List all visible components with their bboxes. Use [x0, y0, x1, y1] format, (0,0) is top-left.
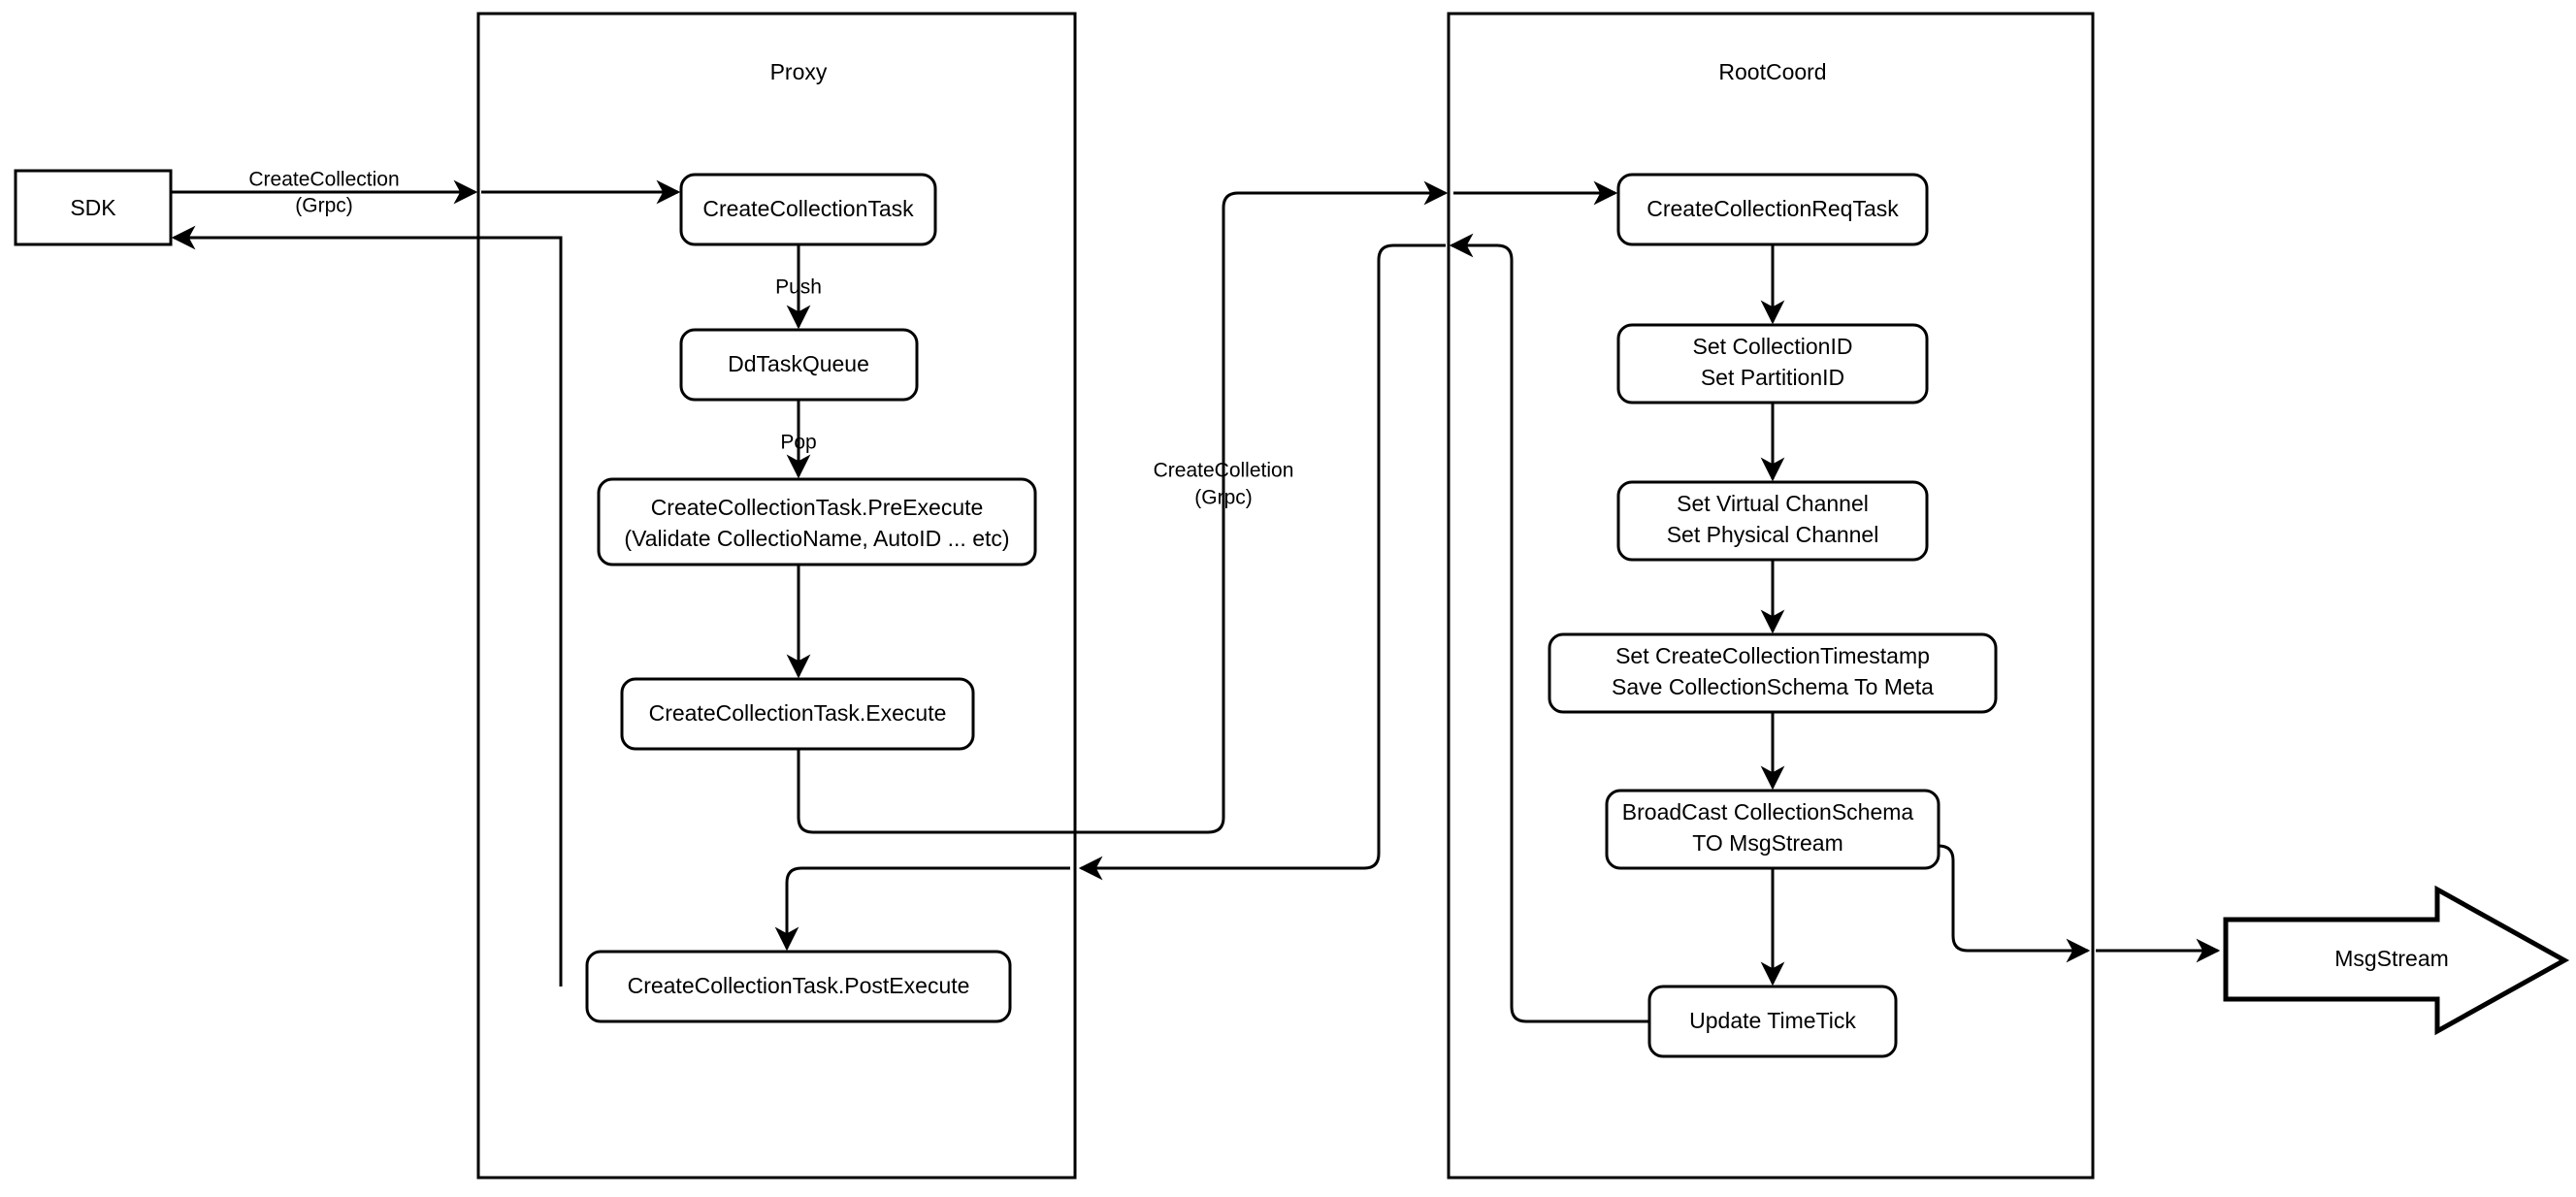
edge-label-create-collection-grpc-line1: CreateCollection: [248, 169, 399, 191]
edge-broadcast-to-msgstream: [1938, 844, 2091, 963]
sdk-label: SDK: [70, 195, 116, 220]
node-post-execute[interactable]: [585, 950, 1012, 1023]
edge-proxy-boundary-to-postexecute: [774, 866, 1070, 952]
node-create-collection-task[interactable]: [679, 173, 937, 246]
edge-label-create-colletion-grpc-line2: (Grpc): [1194, 487, 1253, 509]
node-post-execute-label: CreateCollectionTask.PostExecute: [628, 973, 970, 998]
sdk-box[interactable]: [14, 169, 173, 246]
edge-timetick-return: [1449, 233, 1649, 1023]
node-pre-execute-label-line1: CreateCollectionTask.PreExecute: [651, 495, 984, 520]
node-broadcast-label-line1: BroadCast CollectionSchema: [1622, 799, 1914, 825]
rootcoord-title: RootCoord: [1718, 59, 1826, 84]
node-pre-execute[interactable]: [597, 477, 1037, 566]
node-execute-label: CreateCollectionTask.Execute: [649, 700, 947, 726]
node-save-meta-label-line1: Set CreateCollectionTimestamp: [1615, 643, 1930, 668]
edge-label-pop: Pop: [780, 432, 816, 454]
edge-rootcoord-to-proxy-return: [1078, 243, 1446, 881]
node-set-channels-label-line1: Set Virtual Channel: [1677, 491, 1869, 516]
node-set-ids-label-line1: Set CollectionID: [1693, 334, 1853, 359]
node-dd-task-queue-label: DdTaskQueue: [728, 351, 869, 376]
msgstream-block-arrow[interactable]: [2223, 885, 2570, 1036]
edge-execute-to-rootcoord: [797, 180, 1449, 834]
edge-return-to-sdk: [171, 225, 563, 987]
node-set-ids-label-line2: Set PartitionID: [1701, 365, 1844, 390]
proxy-title: Proxy: [770, 59, 828, 84]
msgstream-label: MsgStream: [2334, 946, 2449, 971]
node-pre-execute-label-line2: (Validate CollectioName, AutoID ... etc): [624, 526, 1009, 551]
node-create-collection-req-task-label: CreateCollectionReqTask: [1647, 196, 1899, 221]
edge-label-create-collection-grpc-line2: (Grpc): [295, 195, 353, 217]
edge-label-push: Push: [775, 276, 822, 299]
edge-label-create-colletion-grpc-line1: CreateColletion: [1154, 460, 1294, 482]
node-update-timetick-label: Update TimeTick: [1689, 1008, 1856, 1033]
node-set-channels-label-line2: Set Physical Channel: [1667, 522, 1879, 547]
node-broadcast-label-line2: TO MsgStream: [1692, 830, 1843, 856]
node-save-meta-label-line2: Save CollectionSchema To Meta: [1612, 674, 1934, 699]
node-create-collection-task-label: CreateCollectionTask: [702, 196, 914, 221]
